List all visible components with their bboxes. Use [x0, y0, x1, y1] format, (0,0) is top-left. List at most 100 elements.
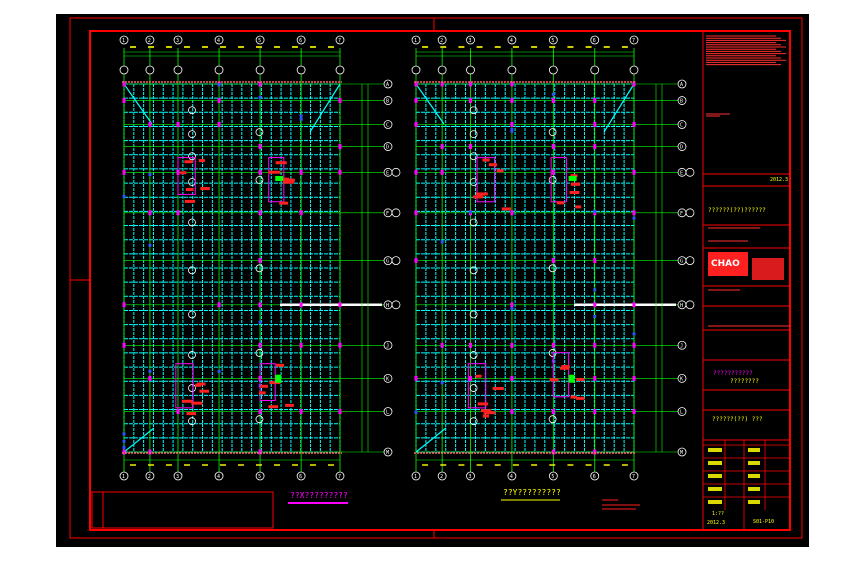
- column-marker: [551, 98, 555, 104]
- highlight-marker: [275, 374, 282, 383]
- axis-label-bottom: 4: [217, 474, 220, 480]
- rebar-annotation: [572, 182, 581, 186]
- dimension-tick-label: [220, 46, 226, 48]
- axis-label-right: A: [386, 82, 389, 88]
- brace-line: [415, 427, 447, 453]
- inner-bubble: [255, 176, 264, 184]
- rebar-annotation: [269, 381, 281, 385]
- axis-label-right: M: [386, 450, 389, 456]
- column-marker: [299, 210, 303, 216]
- axis-label-top: 7: [632, 38, 635, 44]
- axis-bubble-top-inner: [145, 65, 155, 75]
- column-marker: [338, 169, 342, 175]
- axis-label-right: M: [680, 450, 683, 456]
- rebar-annotation: [576, 396, 585, 400]
- column-marker: [632, 375, 636, 381]
- column-marker: [176, 409, 180, 415]
- inner-bubble: [188, 384, 196, 392]
- rebar-annotation: [184, 160, 193, 164]
- title-block-cell-text: [708, 500, 722, 504]
- column-marker: [440, 81, 444, 87]
- column-marker: [338, 302, 342, 308]
- column-marker: [122, 169, 126, 175]
- rebar-annotation: [492, 386, 504, 390]
- column-marker: [593, 258, 597, 264]
- rebar-annotation: [561, 365, 570, 369]
- column-marker: [338, 342, 342, 348]
- outer-frame: [69, 17, 803, 539]
- dimension-tick-label: [585, 464, 592, 466]
- rebar-annotation: [480, 409, 492, 413]
- column-marker: [414, 81, 418, 87]
- column-marker: [338, 98, 342, 104]
- axis-label-bottom: 5: [258, 474, 261, 480]
- axis-bubble-top: [411, 35, 421, 45]
- node-marker: [510, 128, 514, 132]
- highlight-marker: [568, 176, 577, 181]
- dimension-tick-label: [130, 464, 136, 466]
- dimension-tick-label: [621, 46, 628, 48]
- dimension-tick-label: [184, 464, 190, 466]
- axis-label-top: 6: [299, 38, 302, 44]
- node-marker: [122, 194, 126, 198]
- node-marker: [510, 307, 514, 311]
- inner-bubble: [188, 351, 196, 359]
- sheet-number: S01-P10: [753, 519, 774, 525]
- inner-bubble: [255, 349, 264, 357]
- axis-label-right: D: [680, 145, 683, 151]
- scale-label: 1:??: [712, 511, 724, 517]
- axis-bubble-right: [677, 407, 687, 416]
- project-line-2: ????????: [730, 378, 759, 385]
- dimension-tick-label: [148, 46, 154, 48]
- title-block-cell-text: [748, 500, 760, 504]
- column-marker: [258, 342, 262, 348]
- column-marker: [217, 302, 221, 308]
- legend-box: [91, 491, 274, 529]
- column-marker: [258, 409, 262, 415]
- axis-label-bottom: 5: [551, 474, 554, 480]
- axis-label-bottom: 7: [338, 474, 341, 480]
- dimension-tick-label: [310, 464, 316, 466]
- rebar-annotation: [569, 190, 580, 194]
- column-marker: [510, 375, 514, 381]
- column-marker: [632, 342, 636, 348]
- axis-label-right: D: [386, 145, 389, 151]
- axis-bubble-right: [677, 142, 687, 151]
- dimension-tick-label: [494, 46, 501, 48]
- axis-bubble-top-inner: [411, 65, 421, 75]
- rebar-annotation: [186, 412, 197, 416]
- brace-line: [309, 83, 341, 133]
- rebar-annotation: [570, 395, 577, 399]
- dimension-tick-label: [549, 464, 556, 466]
- column-marker: [122, 302, 126, 308]
- column-marker: [414, 210, 418, 216]
- axis-label-bottom: 7: [632, 474, 635, 480]
- inner-bubble: [548, 264, 557, 273]
- axis-bubble-right: [677, 120, 687, 129]
- axis-label-right: L: [386, 410, 389, 416]
- column-marker: [122, 342, 126, 348]
- axis-label-right: F: [680, 211, 683, 217]
- title-block-cell-text: [748, 487, 760, 491]
- dimension-tick-label: [422, 46, 429, 48]
- dimension-tick-label: [440, 464, 447, 466]
- title-block-date-top: 2012.3: [770, 177, 788, 183]
- axis-bubble-right-extra: [685, 208, 695, 218]
- column-marker: [122, 449, 126, 455]
- axis-bubble-right: [383, 79, 393, 89]
- axis-label-top: 3: [176, 38, 179, 44]
- axis-bubble-right: [677, 373, 687, 383]
- column-marker: [258, 449, 262, 455]
- axis-bubble-top: [145, 35, 155, 45]
- axis-label-right: K: [680, 376, 683, 382]
- brace-line: [415, 83, 445, 125]
- dimension-tick-label: [238, 46, 244, 48]
- column-marker: [593, 375, 597, 381]
- column-marker: [338, 144, 342, 150]
- column-marker: [440, 144, 444, 150]
- rebar-annotation: [501, 207, 512, 211]
- node-marker: [122, 432, 126, 436]
- node-marker: [148, 369, 152, 373]
- axis-bubble-top-inner: [548, 65, 558, 75]
